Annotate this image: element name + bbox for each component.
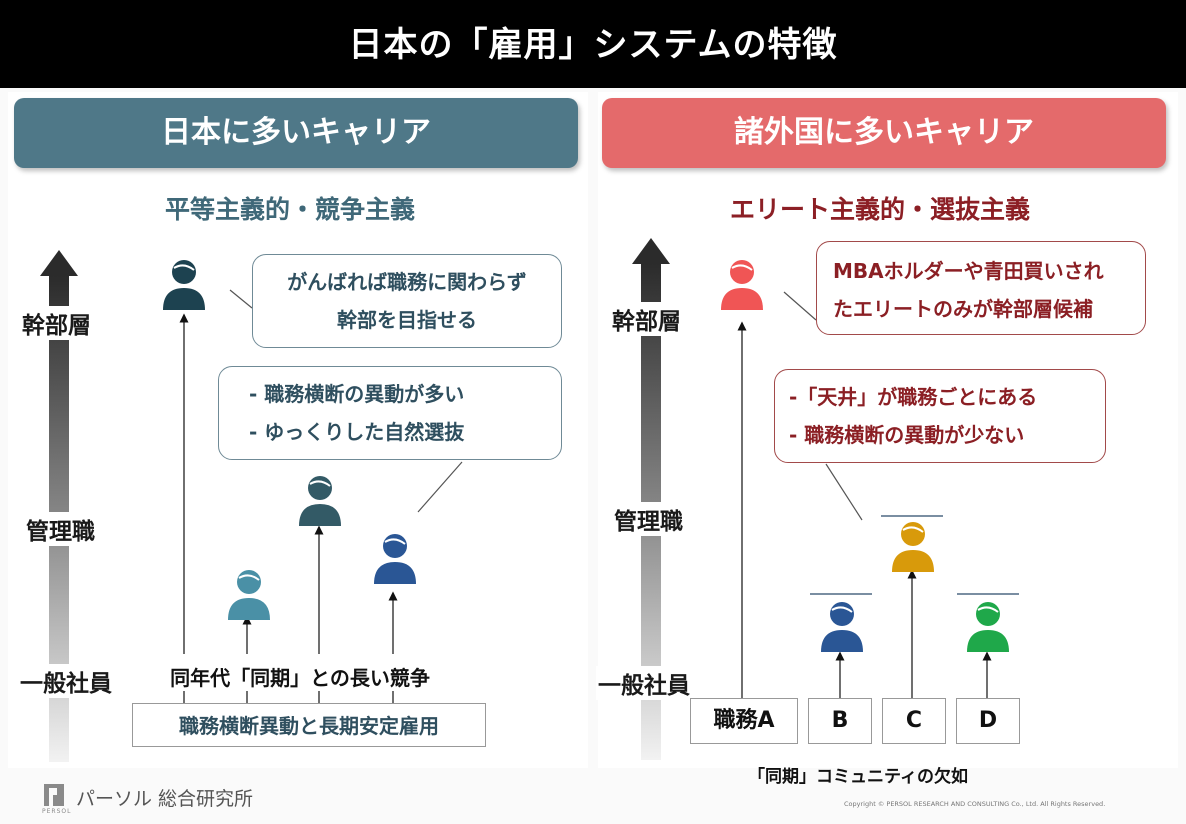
right-bubble-2: -「天井」が職務ごとにある - 職務横断の異動が少ない (774, 369, 1106, 463)
person-icon (374, 534, 416, 584)
right-level-mid: 管理職 (612, 502, 685, 536)
left-bottom-box: 職務横断異動と長期安定雇用 (132, 703, 486, 747)
job-box-c: C (882, 698, 946, 744)
person-icon (721, 260, 763, 310)
right-bubble-1-line1: MBAホルダーや青田買いされ (833, 259, 1104, 283)
copyright: Copyright © PERSOL RESEARCH AND CONSULTI… (844, 800, 1106, 808)
job-box-a: 職務A (690, 698, 798, 744)
person-icon (163, 260, 205, 310)
right-bubble-2-line1: -「天井」が職務ごとにある (789, 385, 1038, 409)
page-title: 日本の「雇用」システムの特徴 (0, 0, 1186, 88)
person-icon (892, 522, 934, 572)
left-cohort-label: 同年代「同期」との長い競争 (150, 662, 450, 691)
left-bubble-1-line2: 幹部を目指せる (337, 308, 477, 332)
left-subtitle: 平等主義的・競争主義 (164, 195, 415, 224)
persol-logo-icon (44, 784, 64, 806)
right-subtitle: エリート主義的・選抜主義 (729, 195, 1030, 224)
right-bubble-1: MBAホルダーや青田買いされ たエリートのみが幹部層候補 (816, 241, 1146, 335)
right-community-label: 「同期」コミュニティの欠如 (748, 767, 968, 787)
left-level-mid: 管理職 (24, 512, 97, 546)
persol-logo-text: パーソル 総合研究所 (76, 788, 254, 810)
left-level-top: 幹部層 (20, 306, 93, 340)
persol-logo-sub: PERSOL (42, 808, 72, 815)
left-level-base: 一般社員 (18, 664, 114, 698)
job-box-b: B (808, 698, 872, 744)
left-header: 日本に多いキャリア (14, 98, 578, 168)
left-bubble-1: がんばれば職務に関わらず 幹部を目指せる (252, 254, 562, 348)
right-header: 諸外国に多いキャリア (602, 98, 1166, 168)
right-bubble-1-line2: たエリートのみが幹部層候補 (833, 297, 1093, 321)
up-arrow-icon (40, 250, 78, 276)
up-arrow-icon (632, 238, 670, 264)
right-level-base: 一般社員 (596, 666, 692, 700)
right-level-top: 幹部層 (610, 302, 683, 336)
right-bubble-2-line2: - 職務横断の異動が少ない (789, 423, 1025, 447)
person-icon (228, 570, 270, 620)
job-box-d: D (956, 698, 1020, 744)
left-bubble-2-line1: - 職務横断の異動が多い (249, 382, 465, 406)
person-icon (967, 602, 1009, 652)
persol-logo: PERSOL パーソル 総合研究所 (42, 782, 272, 818)
left-bubble-1-line1: がんばれば職務に関わらず (287, 270, 527, 294)
person-icon (299, 476, 341, 526)
left-bubble-2-line2: - ゆっくりした自然選抜 (249, 420, 465, 444)
left-bubble-2: - 職務横断の異動が多い - ゆっくりした自然選抜 (218, 366, 562, 460)
person-icon (821, 602, 863, 652)
